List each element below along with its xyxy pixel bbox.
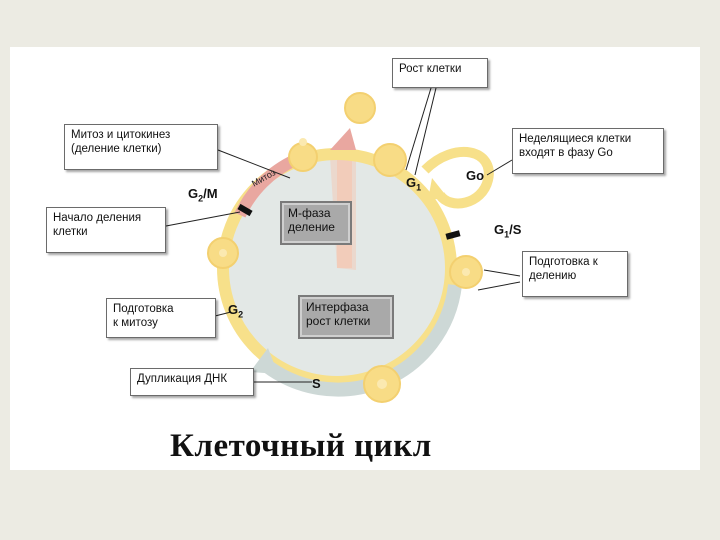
interphase-box: Интерфаза рост клетки — [298, 295, 394, 339]
leader-lines — [165, 87, 521, 383]
go-loop — [421, 147, 494, 209]
cell — [373, 143, 407, 177]
diagram-title: Клеточный цикл — [170, 428, 432, 464]
s-label: S — [312, 376, 321, 391]
division-start-label: Начало деления клетки — [46, 207, 166, 253]
dna-duplication-label: Дупликация ДНК — [130, 368, 254, 396]
g1s-checkpoint — [445, 230, 461, 240]
m-phase-box: М-фаза деление — [280, 201, 352, 245]
cell-growth-label: Рост клетки — [392, 58, 488, 88]
mitosis-cytokinesis-label: Митоз и цитокинез (деление клетки) — [64, 124, 218, 170]
cells — [207, 92, 483, 403]
g2-label: G2 — [228, 302, 244, 320]
g2m-checkpoint — [237, 203, 253, 217]
g2m-label: G2/M — [188, 186, 218, 204]
prep-mitosis-label: Подготовка к митозу — [106, 298, 216, 338]
prep-division-label: Подготовка к делению — [522, 251, 628, 297]
cell — [288, 142, 318, 172]
non-dividing-label: Неделящиеся клетки входят в фазу Go — [512, 128, 664, 174]
go-label: Go — [466, 168, 485, 183]
cell — [344, 92, 376, 124]
g1s-label: G1/S — [494, 222, 522, 240]
g1-label: G1 — [406, 175, 422, 193]
mitosis-arrow — [330, 128, 356, 150]
